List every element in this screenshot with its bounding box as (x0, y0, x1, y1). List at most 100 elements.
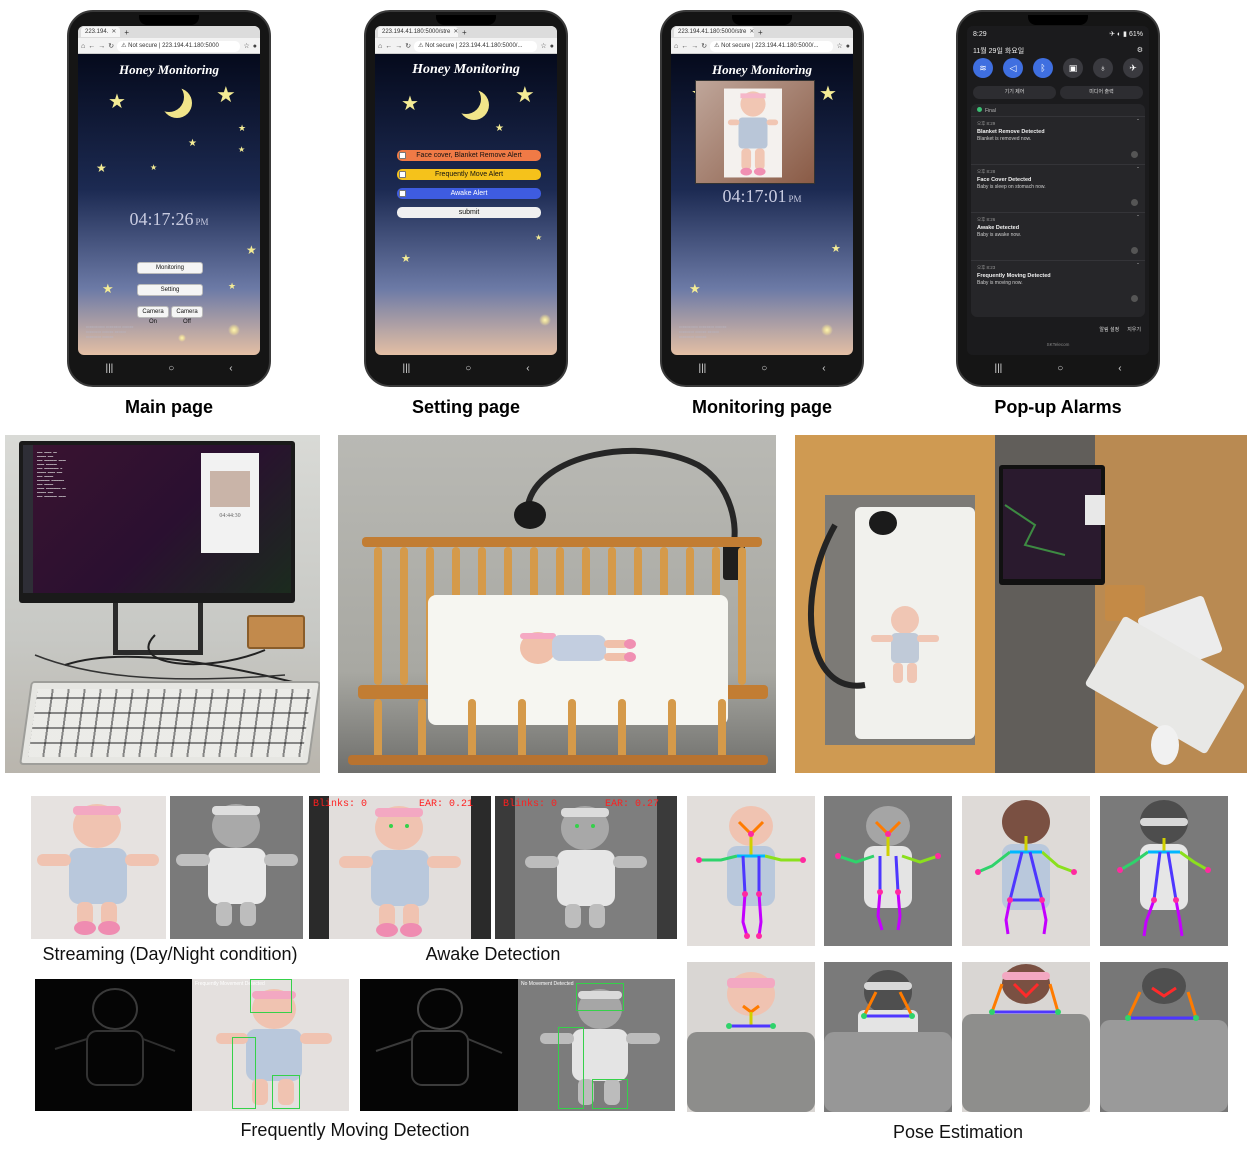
new-tab-icon[interactable]: + (124, 27, 130, 37)
monitoring-button[interactable]: Monitoring (137, 262, 203, 274)
bluetooth-icon[interactable]: ᛒ (1033, 58, 1053, 78)
notification-item[interactable]: 오후 8:26 Awake Detected Baby is awake now… (971, 212, 1145, 260)
stream-day-frame (31, 796, 166, 939)
device-control-button[interactable]: 기기 제어 (973, 86, 1056, 99)
back-chevron-icon[interactable]: ‹ (526, 362, 530, 374)
bookmark-star-icon[interactable]: ☆ (243, 43, 250, 50)
camera-thumbnail (210, 471, 250, 507)
clear-link[interactable]: 지우기 (1127, 327, 1141, 333)
pose-skeleton-image (824, 796, 952, 946)
close-icon[interactable]: ✕ (749, 29, 754, 35)
notification-item[interactable]: 오후 8:28 Face Cover Detected Baby is slee… (971, 164, 1145, 212)
camera-off-button[interactable]: Camera Off (171, 306, 203, 325)
notification-item[interactable]: 오후 8:23 Frequently Moving Detected Baby … (971, 260, 1145, 308)
mute-icon[interactable]: ◁ (1003, 58, 1023, 78)
bell-icon[interactable] (1131, 295, 1138, 302)
motion-detect-frame-night: No Movement Detected (518, 979, 675, 1111)
back-arrow-icon[interactable]: ← (385, 42, 393, 50)
recent-apps-icon[interactable]: ||| (105, 362, 114, 374)
profile-icon[interactable]: ● (549, 42, 554, 50)
forward-arrow-icon[interactable]: → (98, 42, 106, 50)
home-circle-icon[interactable]: ○ (1057, 362, 1064, 374)
phone-notch (732, 15, 792, 25)
reload-icon[interactable]: ↻ (108, 43, 115, 50)
bookmark-star-icon[interactable]: ☆ (836, 43, 843, 50)
clock-ampm: PM (788, 194, 802, 204)
checkbox[interactable] (399, 190, 406, 197)
address-input[interactable]: ⚠ Not secure | 223.194.41.180:5000/... (710, 40, 834, 52)
motion-bounding-box (592, 1079, 628, 1109)
setting-button[interactable]: Setting (137, 284, 203, 296)
new-tab-icon[interactable]: + (758, 27, 763, 37)
airplane-icon[interactable]: ✈ (1123, 58, 1143, 78)
checkbox[interactable] (399, 171, 406, 178)
chevron-up-icon[interactable]: ˆ (1137, 264, 1139, 270)
back-chevron-icon[interactable]: ‹ (229, 362, 233, 374)
address-input[interactable]: ⚠ Not secure | 223.194.41.180:5000 (117, 40, 241, 52)
browser-chrome: 223.194.41.180:5000/stre✕ + ⌂ ← → ↻ ⚠ No… (375, 26, 557, 54)
bell-icon[interactable] (1131, 199, 1138, 206)
home-circle-icon[interactable]: ○ (761, 362, 768, 374)
chevron-up-icon[interactable]: ˆ (1137, 168, 1139, 174)
stream-night-frame (170, 796, 303, 939)
clock-time: 04:17:26 (129, 209, 194, 229)
home-circle-icon[interactable]: ○ (168, 362, 175, 374)
close-icon[interactable]: ✕ (453, 29, 458, 35)
firefly-glow (821, 324, 833, 336)
star-icon: ★ (102, 281, 114, 296)
wifi-icon[interactable]: ≋ (973, 58, 993, 78)
blinks-counter: Blinks: 0 (313, 799, 368, 810)
phone-screen: 223.194.41.180:5000/stre✕ + ⌂ ← → ↻ ⚠ No… (375, 26, 557, 355)
notification-settings-link[interactable]: 알림 설정 (1099, 327, 1120, 333)
photo-top-view (795, 435, 1247, 773)
reload-icon[interactable]: ↻ (701, 43, 708, 50)
bell-icon[interactable] (1131, 151, 1138, 158)
bookmark-star-icon[interactable]: ☆ (540, 43, 547, 50)
submit-button[interactable]: submit (397, 207, 541, 218)
caption-pose-estimation: Pose Estimation (892, 1122, 1024, 1142)
address-input[interactable]: ⚠ Not secure | 223.194.41.180:5000/... (414, 40, 538, 52)
home-circle-icon[interactable]: ○ (465, 362, 472, 374)
rotate-lock-icon[interactable]: ▣ (1063, 58, 1083, 78)
recent-apps-icon[interactable]: ||| (994, 362, 1003, 374)
chevron-up-icon[interactable]: ˆ (1137, 120, 1139, 126)
forward-arrow-icon[interactable]: → (691, 42, 699, 50)
star-icon: ★ (495, 123, 504, 134)
reload-icon[interactable]: ↻ (405, 43, 412, 50)
tab-bar: 223.194.✕ + (78, 26, 260, 38)
notification-item[interactable]: 오후 8:29 Blanket Remove Detected Blanket … (971, 116, 1145, 164)
home-icon[interactable]: ⌂ (378, 42, 383, 50)
checkbox[interactable] (399, 152, 406, 159)
back-arrow-icon[interactable]: ← (681, 42, 689, 50)
camera-on-button[interactable]: Camera On (137, 306, 169, 325)
setting-option-face-cover[interactable]: Face cover, Blanket Remove Alert (397, 150, 541, 161)
browser-tab[interactable]: 223.194.41.180:5000/stre✕ (674, 27, 754, 37)
blinks-counter: Blinks: 0 (503, 799, 558, 810)
close-icon[interactable]: ✕ (111, 29, 117, 35)
setting-option-frequently-move[interactable]: Frequently Move Alert (397, 169, 541, 180)
browser-tab[interactable]: 223.194.41.180:5000/stre✕ (378, 27, 458, 37)
recent-apps-icon[interactable]: ||| (402, 362, 411, 374)
notification-title: Awake Detected (977, 225, 1020, 231)
gear-icon[interactable]: ⚙ (1136, 47, 1143, 54)
home-icon[interactable]: ⌂ (674, 42, 679, 50)
media-output-button[interactable]: 미디어 출력 (1060, 86, 1143, 99)
setting-option-awake[interactable]: Awake Alert (397, 188, 541, 199)
recent-apps-icon[interactable]: ||| (698, 362, 707, 374)
movement-status-label: Frequently Movement Detected (195, 981, 265, 987)
photo-desktop-setup: ▬▬▬ ▬▬▬▬ ▬▬▬▬▬▬▬ ▬▬▬▬▬▬ ▬▬▬▬▬▬▬ ▬▬▬▬▬▬▬▬… (5, 435, 320, 773)
forward-arrow-icon[interactable]: → (395, 42, 403, 50)
flashlight-icon[interactable]: ♁ (1093, 58, 1113, 78)
profile-icon[interactable]: ● (845, 42, 850, 50)
profile-icon[interactable]: ● (252, 42, 257, 50)
pose-skeleton-image (1100, 962, 1228, 1112)
home-icon[interactable]: ⌂ (81, 42, 86, 50)
motion-bounding-box (576, 983, 624, 1011)
bell-icon[interactable] (1131, 247, 1138, 254)
back-chevron-icon[interactable]: ‹ (1118, 362, 1122, 374)
back-chevron-icon[interactable]: ‹ (822, 362, 826, 374)
back-arrow-icon[interactable]: ← (88, 42, 96, 50)
chevron-up-icon[interactable]: ˆ (1137, 216, 1139, 222)
new-tab-icon[interactable]: + (462, 27, 467, 37)
browser-tab[interactable]: 223.194.✕ (81, 27, 121, 37)
